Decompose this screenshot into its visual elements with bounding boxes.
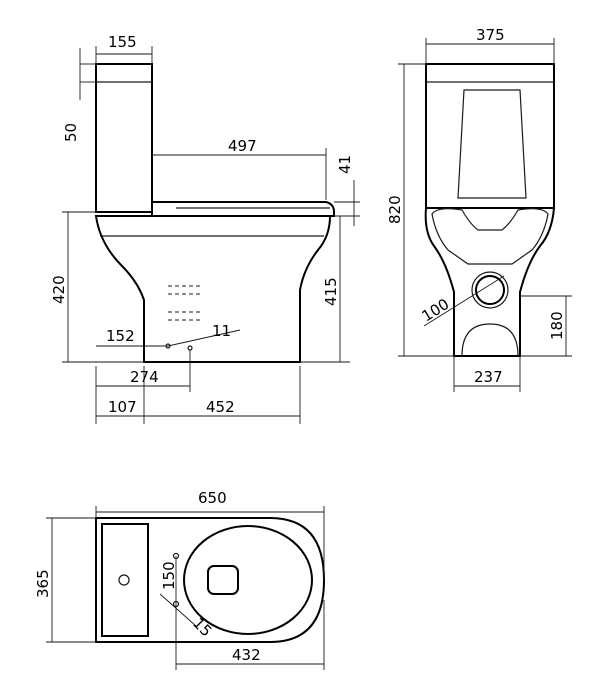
plan-tank <box>101 523 149 637</box>
plan-outline <box>95 517 326 643</box>
dim-tank-width: 155 <box>108 33 137 51</box>
dim-outlet-distance: 274 <box>130 368 159 386</box>
dim-outlet-dia: 11 <box>212 322 231 340</box>
dim-inlet-dia: 100 <box>419 295 453 325</box>
front-inlet <box>475 275 505 305</box>
plan-view <box>46 506 326 670</box>
dim-bolt-spacing: 150 <box>160 561 178 590</box>
dim-outlet-offset: 152 <box>106 327 135 345</box>
dim-plan-width: 365 <box>34 569 52 598</box>
front-tank-inner <box>457 89 527 199</box>
side-view <box>62 46 360 424</box>
dim-inlet-height: 180 <box>548 311 566 340</box>
dim-seat-top-height: 41 <box>336 155 354 174</box>
side-seat <box>151 201 335 217</box>
dim-height-rim: 415 <box>322 277 340 306</box>
plan-flush-hole <box>118 574 130 586</box>
plan-seat <box>183 525 313 635</box>
dim-bowl-base: 452 <box>206 398 235 416</box>
dim-bolt-dia: 15 <box>189 614 215 640</box>
dim-total-length: 650 <box>198 489 227 507</box>
front-tank <box>425 63 555 209</box>
dim-back-offset: 107 <box>108 398 137 416</box>
side-tank <box>95 63 153 213</box>
dim-base-width: 237 <box>474 368 503 386</box>
plan-seat-hinge <box>207 565 239 595</box>
dim-bowl-length: 432 <box>232 646 261 664</box>
dim-height-side: 420 <box>50 275 68 304</box>
dim-seat-length: 497 <box>228 137 257 155</box>
dim-total-height: 820 <box>386 195 404 224</box>
dim-tank-height: 50 <box>62 123 80 142</box>
front-view <box>398 38 572 392</box>
dim-front-width: 375 <box>476 26 505 44</box>
